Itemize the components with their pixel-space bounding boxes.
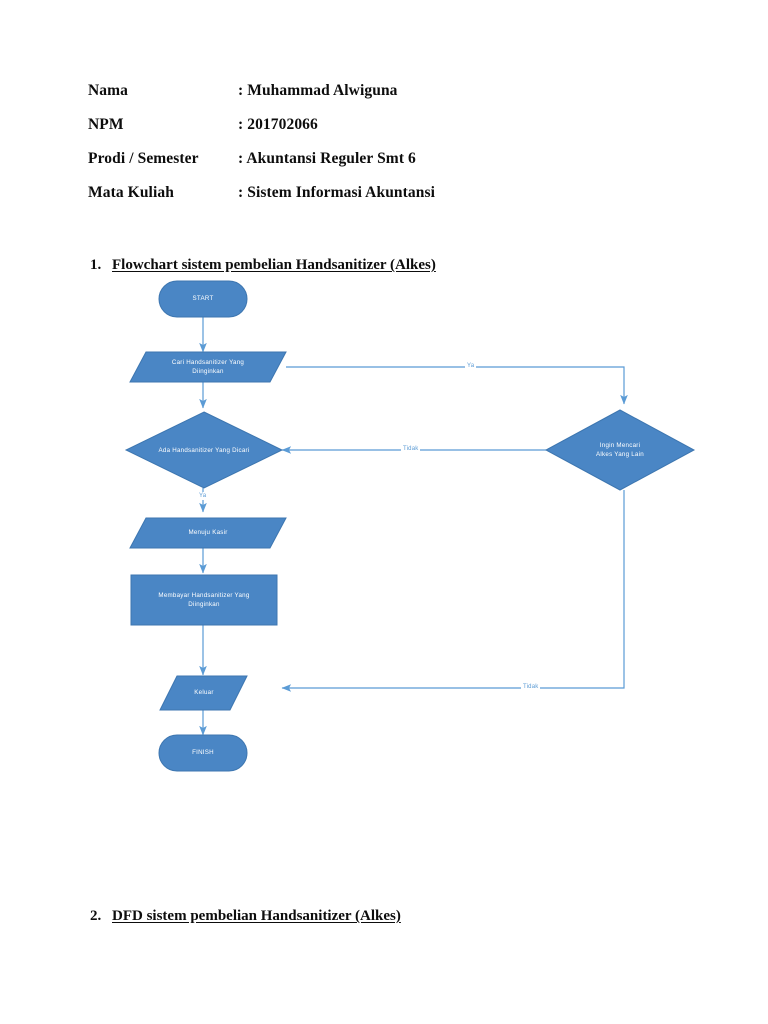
node-start-shape	[158, 280, 248, 318]
identity-value-nama: : Muhammad Alwiguna	[238, 82, 398, 99]
edge-label-tidak-bot: Tidak	[521, 683, 541, 691]
identity-value-npm: : 201702066	[238, 116, 318, 133]
section-number: 2.	[90, 908, 102, 924]
identity-row: Prodi / Semester : Akuntansi Reguler Smt…	[88, 150, 648, 184]
section-title: DFD sistem pembelian Handsanitizer (Alke…	[112, 908, 401, 924]
flowchart-diagram: START Cari Handsanitizer Yang Diinginkan…	[0, 270, 768, 800]
node-cari-shape	[129, 351, 287, 383]
edge-label-tidak-mid: Tidak	[401, 445, 421, 453]
identity-label-matakuliah: Mata Kuliah	[88, 184, 174, 201]
identity-row: Mata Kuliah : Sistem Informasi Akuntansi	[88, 184, 648, 218]
node-kasir-shape	[129, 517, 287, 549]
identity-value-prodi: : Akuntansi Reguler Smt 6	[238, 150, 416, 167]
edge-label-ya-top: Ya	[465, 362, 477, 370]
identity-block: Nama : Muhammad Alwiguna NPM : 201702066…	[88, 82, 648, 218]
node-ada-shape	[124, 411, 284, 489]
node-finish-shape	[158, 734, 248, 772]
node-membayar-shape	[130, 574, 278, 626]
section-title: Flowchart sistem pembelian Handsanitizer…	[112, 257, 436, 273]
node-keluar-shape	[159, 675, 248, 711]
identity-row: NPM : 201702066	[88, 116, 648, 150]
identity-label-nama: Nama	[88, 82, 129, 99]
identity-label-npm: NPM	[88, 116, 124, 133]
identity-row: Nama : Muhammad Alwiguna	[88, 82, 648, 116]
edge-label-ya-left: Ya	[197, 492, 209, 500]
identity-value-matakuliah: : Sistem Informasi Akuntansi	[238, 184, 436, 201]
section-number: 1.	[90, 257, 102, 273]
section-heading-flowchart: 1. Flowchart sistem pembelian Handsaniti…	[90, 257, 436, 274]
identity-label-prodi: Prodi / Semester	[88, 150, 199, 167]
flow-shapes	[124, 280, 696, 772]
node-ingin-shape	[544, 409, 696, 491]
section-heading-dfd: 2. DFD sistem pembelian Handsanitizer (A…	[90, 908, 401, 925]
